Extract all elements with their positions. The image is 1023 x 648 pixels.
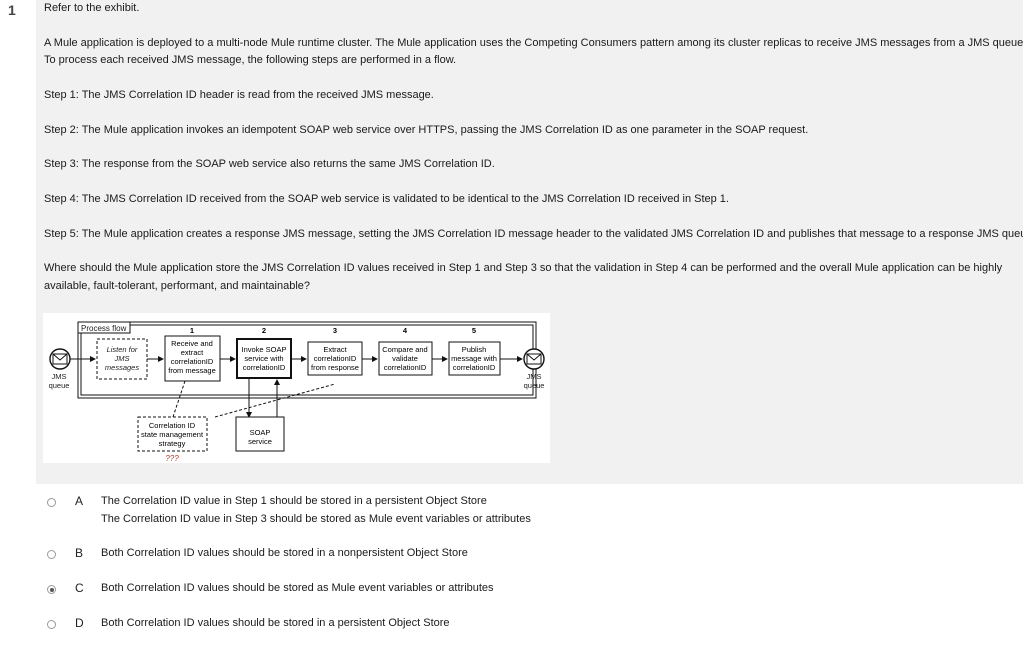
option-c-radio[interactable] xyxy=(47,585,56,594)
step-2-text: Step 2: The Mule application invokes an … xyxy=(44,124,809,136)
jms-queue-in-label-1: JMS xyxy=(52,372,67,381)
step-4-line-2: validate xyxy=(392,354,418,363)
step-3-text: Step 3: The response from the SOAP web s… xyxy=(44,158,495,170)
process-flow-label: Process flow xyxy=(81,324,127,333)
step-5-text: Step 5: The Mule application creates a r… xyxy=(44,228,1023,240)
question-number: 1 xyxy=(8,2,16,18)
step-2-box xyxy=(236,338,292,379)
option-a-radio[interactable] xyxy=(47,498,56,507)
option-d-letter: D xyxy=(75,616,84,630)
step-1-line-1: Receive and xyxy=(171,339,213,348)
step-2-line-3: correlationID xyxy=(243,363,286,372)
step-3-box xyxy=(307,341,363,376)
step-3-line-3: from response xyxy=(311,363,359,372)
step-1-line-2: extract xyxy=(181,348,204,357)
option-b-radio[interactable] xyxy=(47,550,56,559)
option-c-letter: C xyxy=(75,581,84,595)
step-4-line-3: correlationID xyxy=(384,363,427,372)
jms-queue-out-label-2: queue xyxy=(524,381,545,390)
question-paragraph-line1: A Mule application is deployed to a mult… xyxy=(44,37,1023,49)
state-strategy-box xyxy=(137,416,208,452)
option-a-line-2: The Correlation ID value in Step 3 shoul… xyxy=(101,513,531,525)
state-box-line-3: strategy xyxy=(159,439,186,448)
listen-box xyxy=(96,338,148,380)
step-3-number: 3 xyxy=(333,326,337,335)
process-flow-svg: Process flow JMS queue Listen for JMS me… xyxy=(49,321,545,463)
listen-box-line-3: messages xyxy=(105,363,139,372)
step-4-number: 4 xyxy=(403,326,408,335)
step-4-line-1: Compare and xyxy=(382,345,427,354)
question-ask-line1: Where should the Mule application store … xyxy=(44,262,1003,274)
jms-queue-in-label-2: queue xyxy=(49,381,70,390)
jms-queue-in-icon xyxy=(49,348,71,370)
question-intro: Refer to the exhibit. xyxy=(44,2,140,14)
option-d-line-1: Both Correlation ID values should be sto… xyxy=(101,617,450,629)
step-2-line-2: service with xyxy=(244,354,283,363)
option-b-letter: B xyxy=(75,546,84,560)
step-1-line-4: from message xyxy=(168,366,216,375)
state-question-marks: ??? xyxy=(165,454,179,463)
soap-box-line-1: SOAP xyxy=(250,428,271,437)
step-2-line-1: Invoke SOAP xyxy=(241,345,286,354)
soap-service-box xyxy=(235,416,285,452)
state-box-line-2: state management xyxy=(141,430,204,439)
question-body: Refer to the exhibit. A Mule application… xyxy=(36,0,1023,484)
option-d-radio[interactable] xyxy=(47,620,56,629)
step-3-line-1: Extract xyxy=(323,345,347,354)
step-1-number: 1 xyxy=(190,326,194,335)
answer-options: A The Correlation ID value in Step 1 sho… xyxy=(36,486,1023,642)
step-5-number: 5 xyxy=(472,326,476,335)
step-3-line-2: correlationID xyxy=(314,354,357,363)
soap-box-line-2: service xyxy=(248,437,272,446)
step-5-box xyxy=(448,341,501,376)
jms-queue-out-label-1: JMS xyxy=(527,372,542,381)
step-5-line-2: message with xyxy=(451,354,497,363)
exhibit-diagram: Process flow JMS queue Listen for JMS me… xyxy=(43,313,550,463)
option-a-line-1: The Correlation ID value in Step 1 shoul… xyxy=(101,495,487,507)
question-paragraph-line2: To process each received JMS message, th… xyxy=(44,54,457,66)
option-c-line-1: Both Correlation ID values should be sto… xyxy=(101,582,494,594)
step-1-line-3: correlationID xyxy=(171,357,214,366)
listen-box-line-1: Listen for xyxy=(107,345,138,354)
option-b-line-1: Both Correlation ID values should be sto… xyxy=(101,547,468,559)
listen-box-line-2: JMS xyxy=(114,354,130,363)
step-1-text: Step 1: The JMS Correlation ID header is… xyxy=(44,89,434,101)
state-box-line-1: Correlation ID xyxy=(149,421,196,430)
step-4-text: Step 4: The JMS Correlation ID received … xyxy=(44,193,729,205)
step-2-number: 2 xyxy=(262,326,266,335)
step-4-box xyxy=(378,341,433,376)
question-ask-line2: available, fault-tolerant, performant, a… xyxy=(44,280,310,292)
option-a-letter: A xyxy=(75,494,84,508)
step-5-line-1: Publish xyxy=(462,345,487,354)
jms-queue-out-icon xyxy=(523,348,545,370)
step-5-line-3: correlationID xyxy=(453,363,496,372)
step-1-box xyxy=(164,335,221,382)
